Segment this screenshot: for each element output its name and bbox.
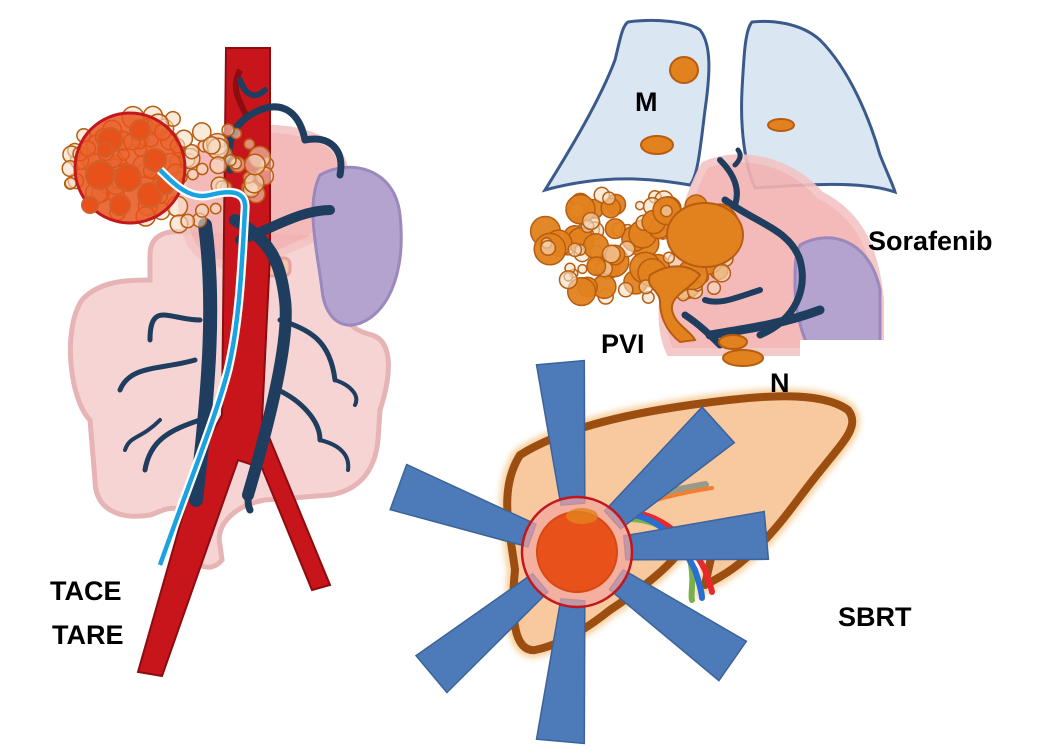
liver-nodule xyxy=(567,242,583,258)
tumor-nodule xyxy=(143,148,167,172)
label-tace: TACE xyxy=(50,576,122,606)
tumor-nodule xyxy=(81,196,99,214)
radiation-beams xyxy=(389,359,770,745)
liver-nodule xyxy=(195,162,209,176)
lung-metastasis xyxy=(640,135,674,155)
liver-nodule xyxy=(712,263,732,283)
liver-nodule xyxy=(186,168,199,181)
cutoff-mask xyxy=(800,340,890,360)
label-sbrt: SBRT xyxy=(838,602,912,632)
label-metastasis: M xyxy=(635,87,658,117)
liver-nodule xyxy=(184,143,200,160)
label-pvi: PVI xyxy=(601,329,645,359)
lung-metastasis xyxy=(767,118,795,132)
catheter-line xyxy=(157,168,248,566)
lymph-node xyxy=(722,349,764,367)
liver-nodule xyxy=(660,204,673,218)
liver-nodule xyxy=(180,213,196,229)
liver-nodule xyxy=(706,280,722,296)
liver-nodule xyxy=(64,176,78,190)
label-tare: TARE xyxy=(52,620,124,650)
liver-nodule xyxy=(604,218,626,240)
lung-metastasis xyxy=(669,56,699,84)
liver-nodule xyxy=(221,123,235,137)
liver-nodule xyxy=(602,191,616,206)
label-sorafenib: Sorafenib xyxy=(868,226,993,256)
liver-nodule xyxy=(558,270,578,290)
portal-veins-right xyxy=(681,147,825,349)
liver-nodule xyxy=(243,153,266,176)
tumor-nodule xyxy=(97,142,113,158)
liver-nodule xyxy=(617,281,634,298)
hepatic-vessels xyxy=(612,481,715,603)
liver-nodule-cluster-right xyxy=(529,186,743,307)
tumor-nodule xyxy=(114,164,142,192)
tumor-nodule xyxy=(85,160,115,190)
systemic-panel xyxy=(529,18,898,367)
large-nodule xyxy=(666,202,744,268)
label-node: N xyxy=(770,368,790,398)
liver-nodule xyxy=(209,202,222,215)
liver-nodule xyxy=(662,251,676,264)
lung-left xyxy=(740,19,898,195)
portal-vein-invasion xyxy=(648,265,702,344)
liver-nodule xyxy=(209,156,228,175)
liver-nodule xyxy=(243,138,256,150)
liver-nodule xyxy=(634,200,645,211)
sbrt-panel xyxy=(389,359,861,745)
spleen xyxy=(311,165,403,327)
liver-nodule xyxy=(243,172,265,194)
liver-nodule xyxy=(194,203,210,218)
liver-nodule xyxy=(577,263,588,275)
tumor-nodule xyxy=(129,119,151,141)
lung-right xyxy=(541,18,711,193)
tumor-inner-nodules xyxy=(81,119,175,216)
liver-nodule xyxy=(202,136,221,155)
tumor-edge xyxy=(566,508,598,524)
sbrt-tumor xyxy=(536,511,618,593)
lymph-node xyxy=(718,334,748,350)
liver-nodule xyxy=(224,154,237,167)
liver-nodule xyxy=(586,256,607,277)
abdomen-panel xyxy=(61,47,403,678)
radiation-beam xyxy=(608,568,748,682)
liver-nodule xyxy=(581,211,601,231)
tumor-nodule xyxy=(109,194,131,216)
liver-nodule xyxy=(540,239,557,256)
liver-nodule xyxy=(601,244,621,264)
liver-nodule xyxy=(191,122,212,142)
